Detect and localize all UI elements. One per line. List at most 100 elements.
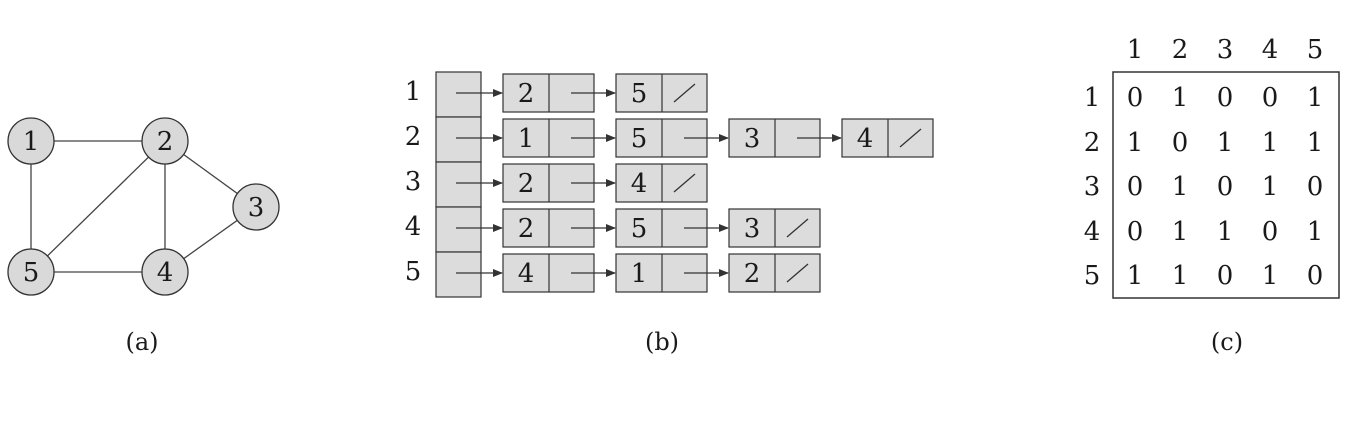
matrix-cell-3-4: 1 <box>1262 172 1279 202</box>
matrix-cell-3-5: 0 <box>1307 172 1324 202</box>
matrix-col-label-3: 3 <box>1217 35 1234 65</box>
matrix-cell-1-5: 1 <box>1307 83 1324 113</box>
list-node-4-3: 3 <box>728 208 821 248</box>
node-3: 3 <box>232 183 280 231</box>
matrix-cell-1-1: 0 <box>1127 83 1144 113</box>
node-2-label: 2 <box>157 127 174 157</box>
list-node-1-5: 5 <box>615 73 708 113</box>
node-1: 1 <box>7 117 55 165</box>
list-node-3-4: 4 <box>615 163 708 203</box>
matrix-row-label-1: 1 <box>1084 83 1101 113</box>
matrix-cell-5-2: 1 <box>1172 261 1189 291</box>
node-2-circle <box>141 117 189 165</box>
matrix-row-label-3: 3 <box>1084 172 1101 202</box>
list-node-5-4: 4 <box>502 253 616 293</box>
list-node-value: 5 <box>631 124 648 154</box>
head-pointer-cell-3 <box>435 161 482 208</box>
caption-a: (a) <box>125 328 158 356</box>
node-5: 5 <box>7 248 55 296</box>
node-4: 4 <box>141 248 189 296</box>
matrix-cell-4-4: 0 <box>1262 217 1279 247</box>
matrix-cell-3-1: 0 <box>1127 172 1144 202</box>
node-4-label: 4 <box>157 258 174 288</box>
matrix-cell-1-4: 0 <box>1262 83 1279 113</box>
list-node-value: 2 <box>518 214 535 244</box>
matrix-frame <box>1112 71 1340 299</box>
matrix-col-label-1: 1 <box>1127 35 1144 65</box>
edge-2-5 <box>30 140 166 273</box>
matrix-cell-5-4: 1 <box>1262 261 1279 291</box>
matrix-cell-4-1: 0 <box>1127 217 1144 247</box>
matrix-row-label-5: 5 <box>1084 261 1101 291</box>
list-node-value: 4 <box>518 259 535 289</box>
list-vertex-label-4: 4 <box>405 212 422 242</box>
matrix-cell-4-3: 1 <box>1217 217 1234 247</box>
list-node-3-2: 2 <box>502 163 616 203</box>
head-pointer-cell-4 <box>435 206 482 253</box>
list-node-value: 5 <box>631 79 648 109</box>
node-1-circle <box>7 117 55 165</box>
list-node-value: 2 <box>518 169 535 199</box>
null-pointer-slash <box>786 263 809 283</box>
matrix-row-label-4: 4 <box>1084 217 1101 247</box>
matrix-cell-4-5: 1 <box>1307 217 1324 247</box>
list-node-value: 3 <box>744 214 761 244</box>
node-4-circle <box>141 248 189 296</box>
list-node-2-1: 1 <box>502 118 616 158</box>
null-pointer-slash <box>899 128 922 148</box>
matrix-cell-3-3: 0 <box>1217 172 1234 202</box>
null-pointer-slash <box>786 218 809 238</box>
list-row-3: 3 2 4 <box>405 161 708 208</box>
list-node-value: 2 <box>518 79 535 109</box>
matrix-cell-2-2: 0 <box>1172 128 1189 158</box>
matrix-cell-4-2: 1 <box>1172 217 1189 247</box>
matrix-col-label-2: 2 <box>1172 35 1189 65</box>
list-node-5-2: 2 <box>728 253 821 293</box>
list-row-2: 2 1 5 3 4 <box>405 116 934 163</box>
head-pointer-cell-2 <box>435 116 482 163</box>
node-5-circle <box>7 248 55 296</box>
matrix-cell-1-2: 1 <box>1172 83 1189 113</box>
matrix-cell-5-3: 0 <box>1217 261 1234 291</box>
head-pointer-cell-5 <box>435 251 482 298</box>
node-5-label: 5 <box>23 258 40 288</box>
list-node-4-2: 2 <box>502 208 616 248</box>
list-node-value: 3 <box>744 124 761 154</box>
list-node-2-5: 5 <box>615 118 729 158</box>
node-1-label: 1 <box>23 127 40 157</box>
matrix-cell-5-5: 0 <box>1307 261 1324 291</box>
list-node-value: 4 <box>857 124 874 154</box>
list-vertex-label-2: 2 <box>405 122 422 152</box>
list-vertex-label-5: 5 <box>405 257 422 287</box>
matrix-cell-3-2: 1 <box>1172 172 1189 202</box>
list-row-5: 5 4 1 2 <box>405 251 821 298</box>
matrix-row-label-2: 2 <box>1084 128 1101 158</box>
list-node-5-1: 1 <box>615 253 729 293</box>
matrix-cell-2-3: 1 <box>1217 128 1234 158</box>
list-node-value: 1 <box>518 124 535 154</box>
head-pointer-cell-1 <box>435 71 482 118</box>
caption-c: (c) <box>1211 328 1243 356</box>
list-node-value: 4 <box>631 169 648 199</box>
list-node-4-5: 5 <box>615 208 729 248</box>
list-node-1-2: 2 <box>502 73 616 113</box>
node-3-circle <box>232 183 280 231</box>
list-node-value: 1 <box>631 259 648 289</box>
list-vertex-label-3: 3 <box>405 167 422 197</box>
matrix-cell-1-3: 0 <box>1217 83 1234 113</box>
list-node-value: 2 <box>744 259 761 289</box>
graph-edges <box>30 140 257 273</box>
matrix-col-label-5: 5 <box>1307 35 1324 65</box>
null-pointer-slash <box>673 173 696 193</box>
matrix-cell-2-1: 1 <box>1127 128 1144 158</box>
caption-b: (b) <box>645 328 679 356</box>
matrix-col-label-4: 4 <box>1262 35 1279 65</box>
list-node-2-3: 3 <box>728 118 842 158</box>
matrix-cell-2-4: 1 <box>1262 128 1279 158</box>
